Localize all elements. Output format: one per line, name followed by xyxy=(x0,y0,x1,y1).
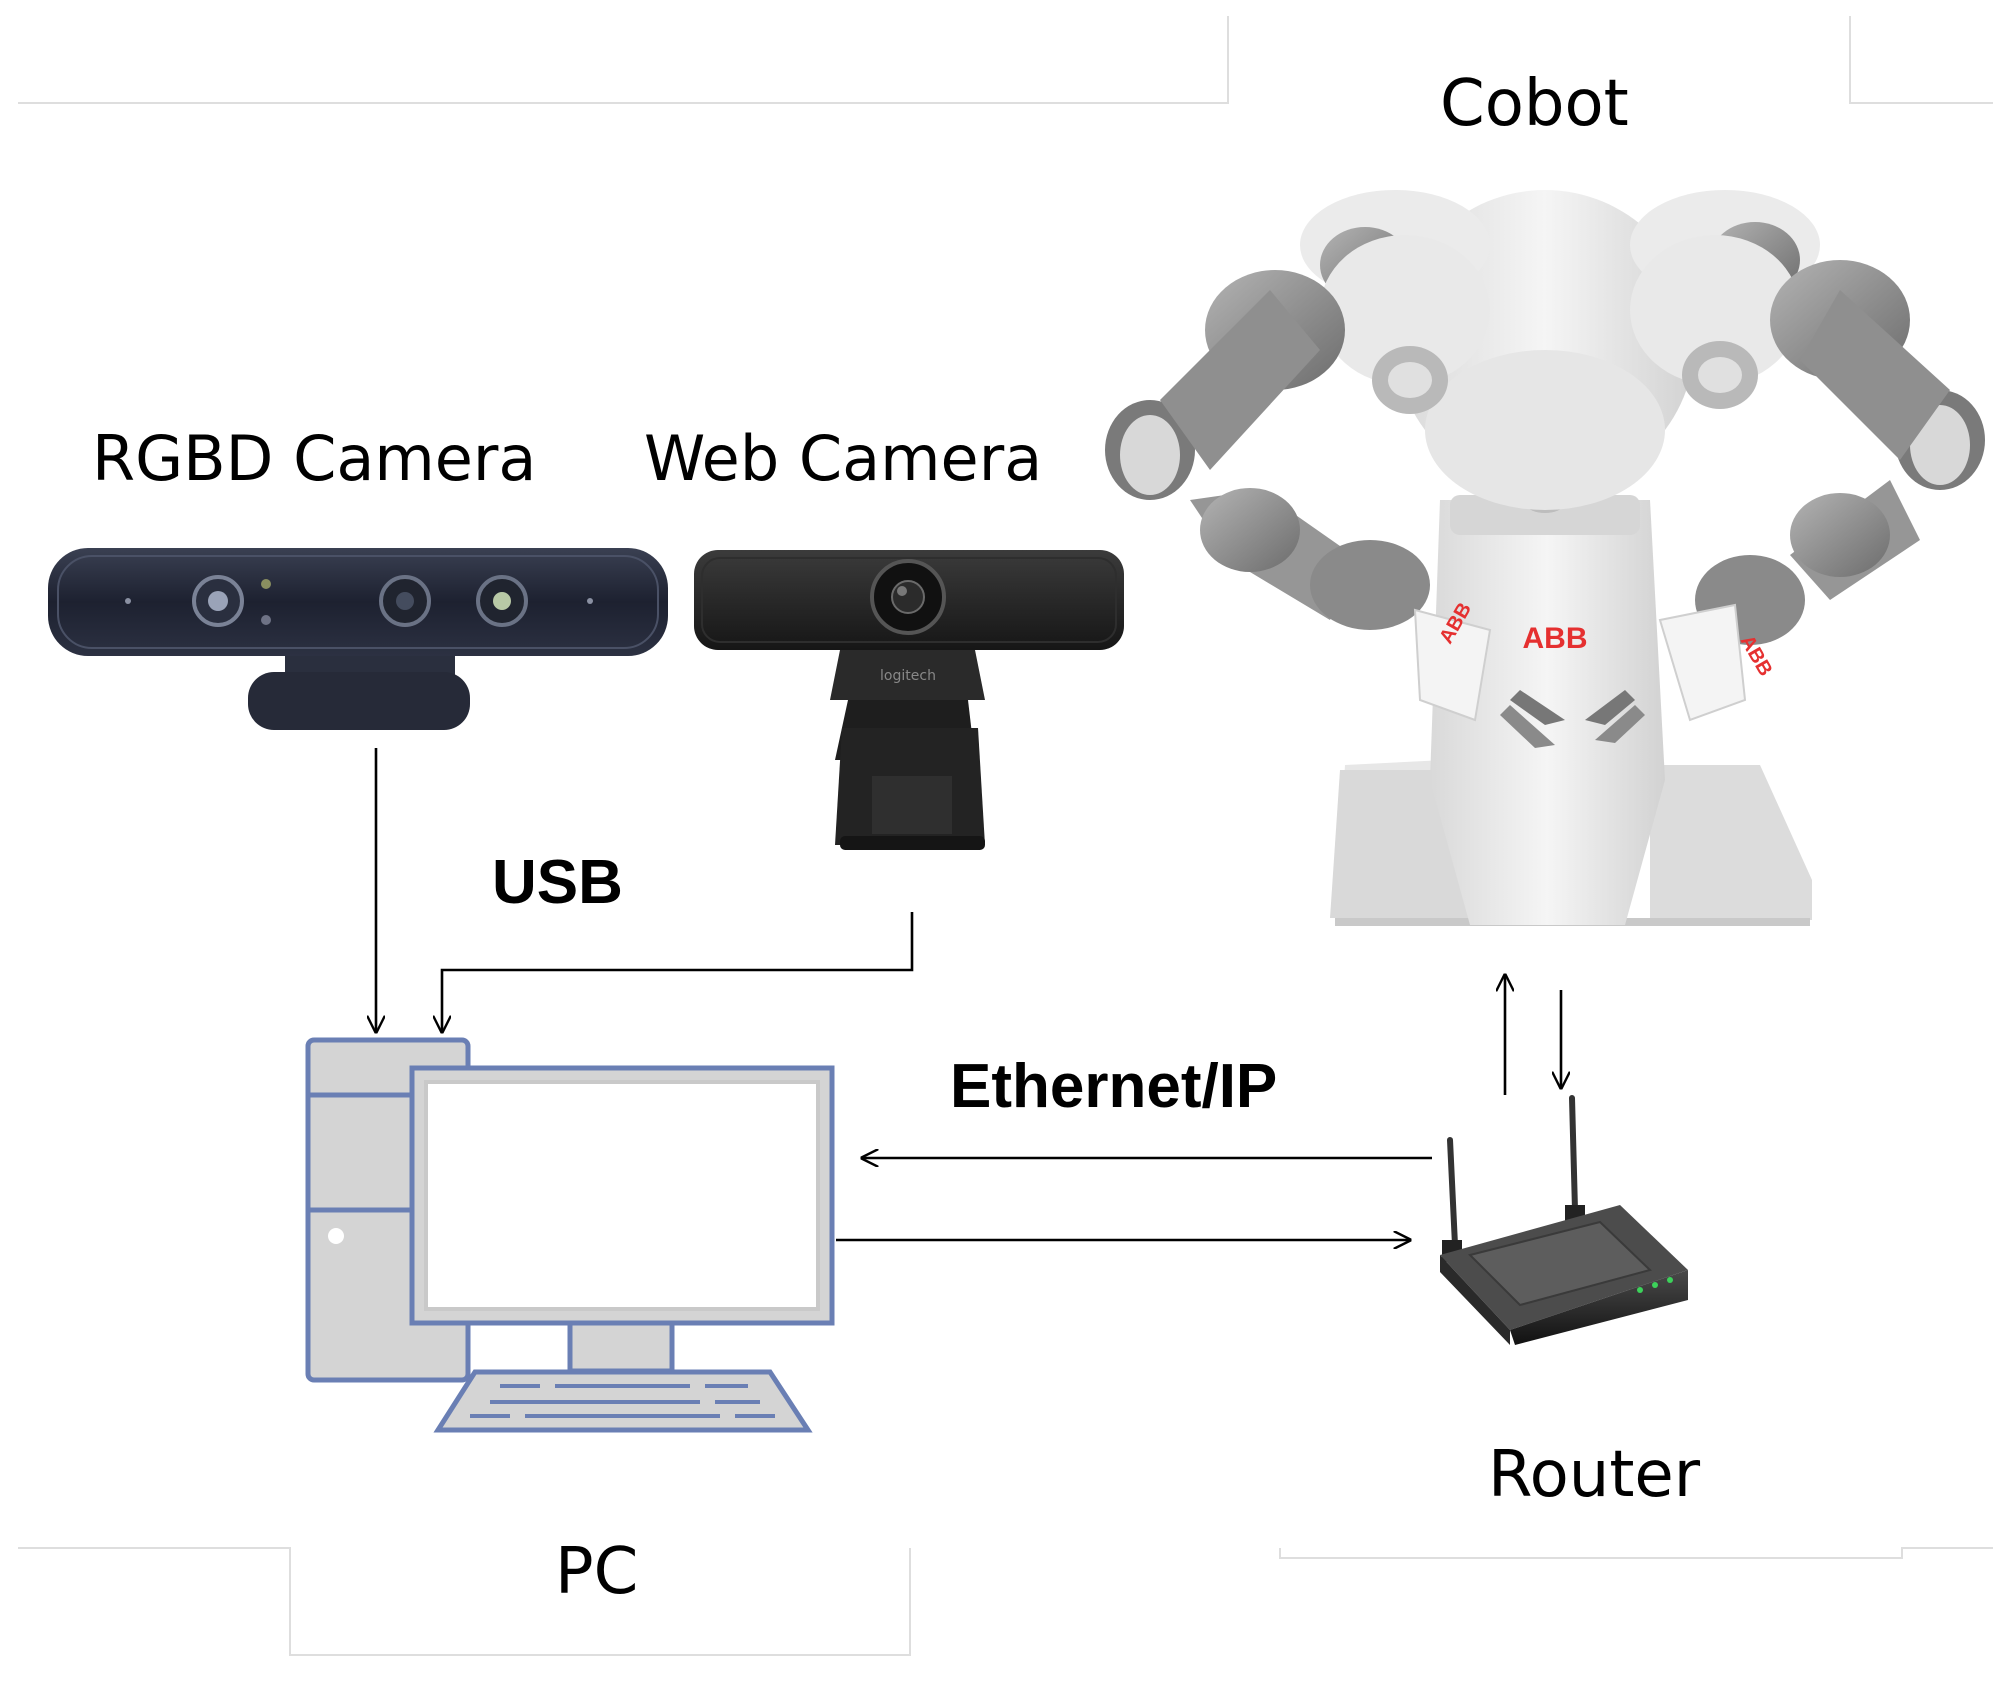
webcam-brand-text: logitech xyxy=(880,668,936,684)
web-camera-image: logitech xyxy=(694,550,1124,850)
router-image xyxy=(1440,1095,1688,1345)
pc-screen xyxy=(424,1080,820,1311)
webcam-to-pc-arrow xyxy=(442,912,914,1032)
usb-label: USB xyxy=(492,848,623,917)
body-brand: ABB xyxy=(1523,622,1588,655)
connections xyxy=(376,748,1561,1240)
router-label: Router xyxy=(1488,1438,1701,1512)
ethernet-label: Ethernet/IP xyxy=(950,1052,1278,1121)
cobot-image: ABB ABB ABB xyxy=(1105,190,1985,926)
pc-image xyxy=(305,1037,835,1433)
cobot-label: Cobot xyxy=(1440,67,1629,141)
web-camera-label: Web Camera xyxy=(644,422,1043,495)
pc-label: PC xyxy=(555,1535,639,1609)
rgbd-camera-label: RGBD Camera xyxy=(92,422,537,495)
pc-monitor-stand xyxy=(567,1320,675,1374)
pc-power-button xyxy=(328,1228,344,1244)
rgbd-camera-image xyxy=(48,548,668,730)
frame-lines xyxy=(18,16,1993,1656)
